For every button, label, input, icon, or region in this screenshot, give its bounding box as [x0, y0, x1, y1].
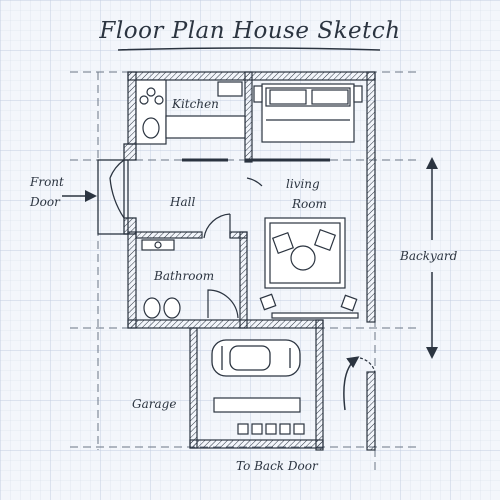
- room-label-bathroom: Bathroom: [154, 269, 215, 283]
- car: [211, 339, 301, 377]
- front-door-label-line2: Door: [30, 195, 60, 209]
- arrows: [62, 157, 438, 411]
- room-label-garage: Garage: [132, 397, 177, 411]
- room-label-living-line1: living: [286, 177, 320, 191]
- front-door-frame: [97, 143, 137, 235]
- walls: [127, 71, 376, 451]
- living-room-furniture: [259, 217, 359, 319]
- room-label-kitchen: Kitchen: [172, 97, 219, 111]
- to-back-door-label: To Back Door: [236, 459, 318, 473]
- front-door-label-line1: Front: [30, 175, 64, 189]
- bathroom-fixtures: [141, 239, 239, 319]
- door-swings: [203, 177, 376, 373]
- kitchen-counter: [135, 79, 246, 145]
- title-underline: [117, 47, 381, 51]
- garage-shelves: [213, 397, 305, 435]
- room-label-hall: Hall: [170, 195, 196, 209]
- backyard-label: Backyard: [400, 249, 458, 263]
- room-label-living-line2: Room: [292, 197, 327, 211]
- bed: [253, 83, 363, 143]
- diagram-title: Floor Plan House Sketch: [99, 18, 401, 44]
- back-door-arrow: [343, 356, 360, 411]
